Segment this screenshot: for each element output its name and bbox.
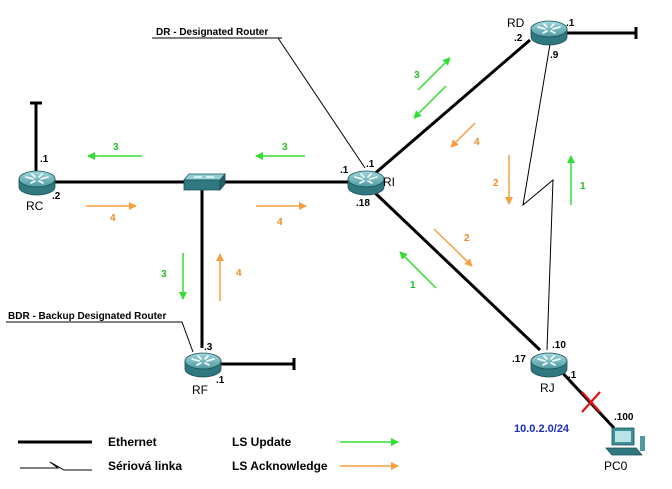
link-failure-x-icon — [581, 391, 601, 413]
ls-update-arrows — [87, 57, 575, 300]
legend-update-label: LS Update — [232, 435, 292, 449]
arrow-update-ri-to-rd — [417, 57, 451, 91]
router-ri-name: RI — [383, 175, 395, 189]
rf-if-top: .3 — [204, 342, 213, 353]
pc-if: .100 — [614, 412, 634, 423]
rj-if-top: .10 — [552, 340, 566, 351]
legend-ack-label: LS Acknowledge — [232, 459, 328, 473]
ri-if-left: .1 — [340, 165, 349, 176]
label-ri-rd-update: 3 — [414, 70, 420, 81]
ri-if-top: .1 — [366, 159, 375, 170]
label-rc-ack: 4 — [110, 213, 116, 224]
pc-icon[interactable] — [605, 427, 645, 456]
rj-if-right: .1 — [568, 370, 577, 381]
pc-name: PC0 — [604, 459, 628, 473]
rf-if-right: .1 — [216, 375, 225, 386]
label-ri-rj-ack: 2 — [464, 233, 470, 244]
router-rf-icon[interactable] — [184, 352, 222, 378]
rc-if-right: .2 — [52, 191, 61, 202]
label-sw-ri-ack: 4 — [277, 217, 283, 228]
label-rd-rj-ack: 2 — [493, 178, 499, 189]
ls-ack-arrows — [86, 122, 513, 301]
legend-ethernet-label: Ethernet — [108, 435, 157, 449]
label-rc-update: 3 — [113, 142, 119, 153]
arrow-update-rj-to-ri — [399, 251, 437, 289]
arrow-ack-ri-to-rj — [433, 228, 473, 267]
label-rd-rj-update: 1 — [580, 181, 586, 192]
label-rf-update: 3 — [161, 269, 167, 280]
arrow-update-rd-to-ri — [413, 85, 447, 119]
router-rj-name: RJ — [540, 381, 555, 395]
switch-icon[interactable] — [183, 172, 226, 192]
legend-serial-label: Sériová linka — [108, 459, 182, 473]
router-rd-name: RD — [507, 16, 525, 30]
router-rc-icon[interactable] — [18, 170, 56, 196]
router-rj-icon[interactable] — [530, 352, 568, 378]
network-label: 10.0.2.0/24 — [514, 423, 570, 435]
link-ri-rd — [371, 38, 531, 178]
label-ri-rj-update: 1 — [410, 280, 416, 291]
rd-if-left: .2 — [514, 33, 523, 44]
router-rf-name: RF — [192, 383, 208, 397]
rj-if-left: .17 — [512, 354, 526, 365]
dr-callout-line — [277, 37, 366, 169]
router-ri-icon[interactable] — [347, 170, 385, 196]
bdr-callout-line — [6, 321, 194, 353]
legend: Ethernet Sériová linka LS Update LS Ackn… — [18, 435, 399, 473]
rd-if-right: .1 — [566, 18, 575, 29]
serial-link-rd-rj — [522, 43, 554, 351]
label-sw-ri-update: 3 — [282, 142, 288, 153]
rc-if-top: .1 — [40, 154, 49, 165]
label-ri-rd-ack: 4 — [474, 137, 480, 148]
router-rc-name: RC — [26, 199, 44, 213]
label-rf-ack: 4 — [236, 268, 242, 279]
bdr-callout-text: BDR - Backup Designated Router — [8, 311, 166, 322]
legend-serial-swatch — [20, 461, 92, 471]
rd-if-bottom: .9 — [550, 50, 559, 61]
arrow-ack-ri-to-rd — [450, 122, 476, 148]
ri-if-bottom: .18 — [356, 198, 370, 209]
link-ri-rj — [370, 188, 542, 352]
dr-callout-text: DR - Designated Router — [156, 27, 268, 38]
router-rd-icon[interactable] — [530, 20, 568, 46]
